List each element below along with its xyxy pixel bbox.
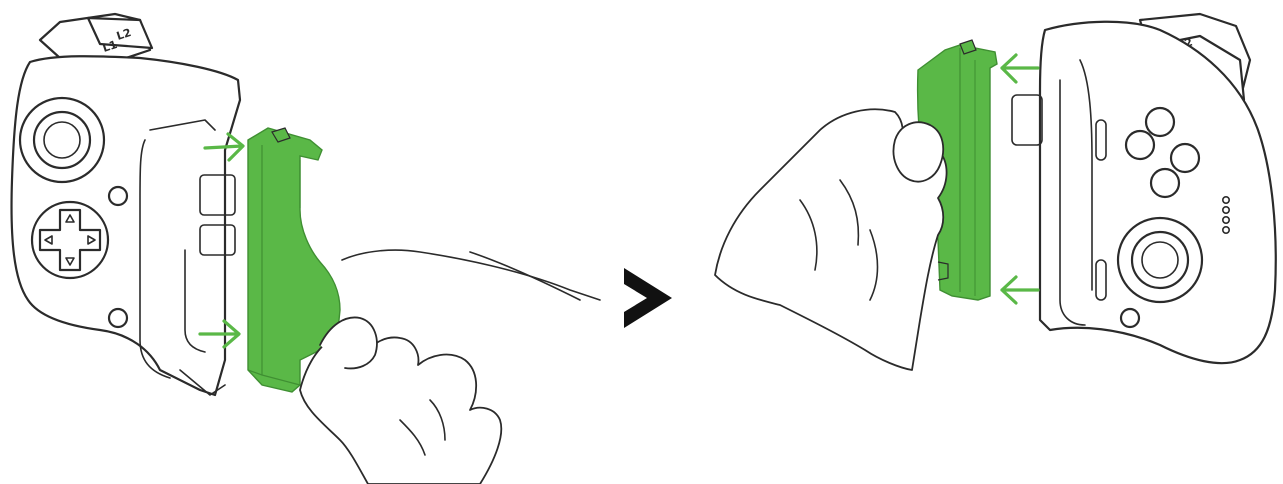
- right-panel: R2 R1: [714, 12, 1277, 371]
- hand-icon: [299, 249, 601, 484]
- left-panel: L2 L1: [10, 12, 601, 484]
- green-bridge-insert-icon: [247, 127, 341, 393]
- chevron-right-icon: [624, 268, 672, 328]
- right-controller-icon: R2 R1: [1011, 12, 1277, 365]
- l1-label: L1: [101, 38, 119, 55]
- left-controller-icon: L2 L1: [10, 12, 242, 397]
- insert-arrow-icon: [1000, 275, 1040, 305]
- insert-arrow-icon: [203, 132, 245, 162]
- hand-icon: [714, 108, 948, 371]
- insert-arrow-icon: [1000, 53, 1040, 84]
- l2-label: L2: [115, 26, 133, 43]
- insert-arrow-icon: [198, 319, 241, 349]
